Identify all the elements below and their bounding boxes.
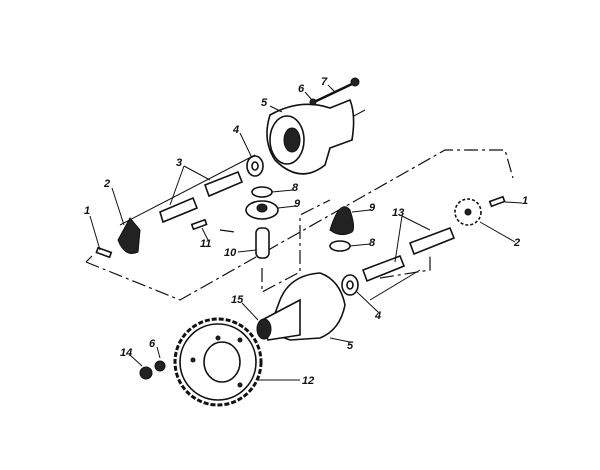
pin-left (95, 246, 113, 259)
callout-6-lower: 6 (149, 338, 156, 350)
bolt (311, 77, 360, 105)
callout-2-left: 2 (103, 178, 110, 190)
bevel-gear-left (117, 217, 141, 254)
pinion-gear-left (245, 200, 279, 220)
shaft-10 (255, 227, 270, 259)
callout-8-left: 8 (292, 182, 299, 194)
pin-11 (190, 218, 208, 231)
callout-5-lower: 5 (347, 340, 354, 352)
pin-right (488, 195, 506, 208)
callout-13: 13 (392, 207, 404, 219)
washer-small-right (329, 240, 351, 252)
callout-11: 11 (200, 238, 211, 250)
callout-14: 14 (120, 347, 132, 359)
callout-4-lower: 4 (374, 310, 381, 322)
callout-8-right: 8 (369, 237, 376, 249)
callout-9-right: 9 (369, 202, 376, 214)
washer-small-left (251, 186, 273, 198)
housing-upper (266, 98, 355, 175)
callout-12: 12 (302, 375, 314, 387)
callout-15: 15 (231, 294, 244, 306)
assembly-dashed-line (219, 199, 431, 293)
callout-5-upper: 5 (261, 97, 268, 109)
bushing (256, 318, 272, 340)
callout-6-upper: 6 (298, 83, 305, 95)
housing-lower (261, 272, 346, 341)
leader-lines (89, 84, 523, 381)
callout-1-right: 1 (522, 195, 528, 207)
sprocket (173, 317, 263, 407)
callout-10: 10 (224, 247, 237, 259)
callout-3: 3 (176, 157, 182, 169)
callout-1-left: 1 (84, 205, 90, 217)
axle-lower (361, 226, 456, 283)
nut-upper (309, 98, 317, 106)
assembly-dashed-line (85, 149, 514, 301)
pinion-gear-right (329, 206, 355, 236)
bevel-gear-right (454, 198, 482, 226)
callout-4-upper: 4 (232, 124, 239, 136)
callout-7: 7 (321, 76, 328, 88)
axle-upper (159, 170, 244, 224)
callout-2-right: 2 (513, 237, 520, 249)
washer-upper (246, 155, 264, 177)
nut-lower (154, 360, 166, 372)
locknut (139, 366, 153, 380)
washer-lower (341, 274, 359, 296)
callout-9-left: 9 (294, 198, 301, 210)
